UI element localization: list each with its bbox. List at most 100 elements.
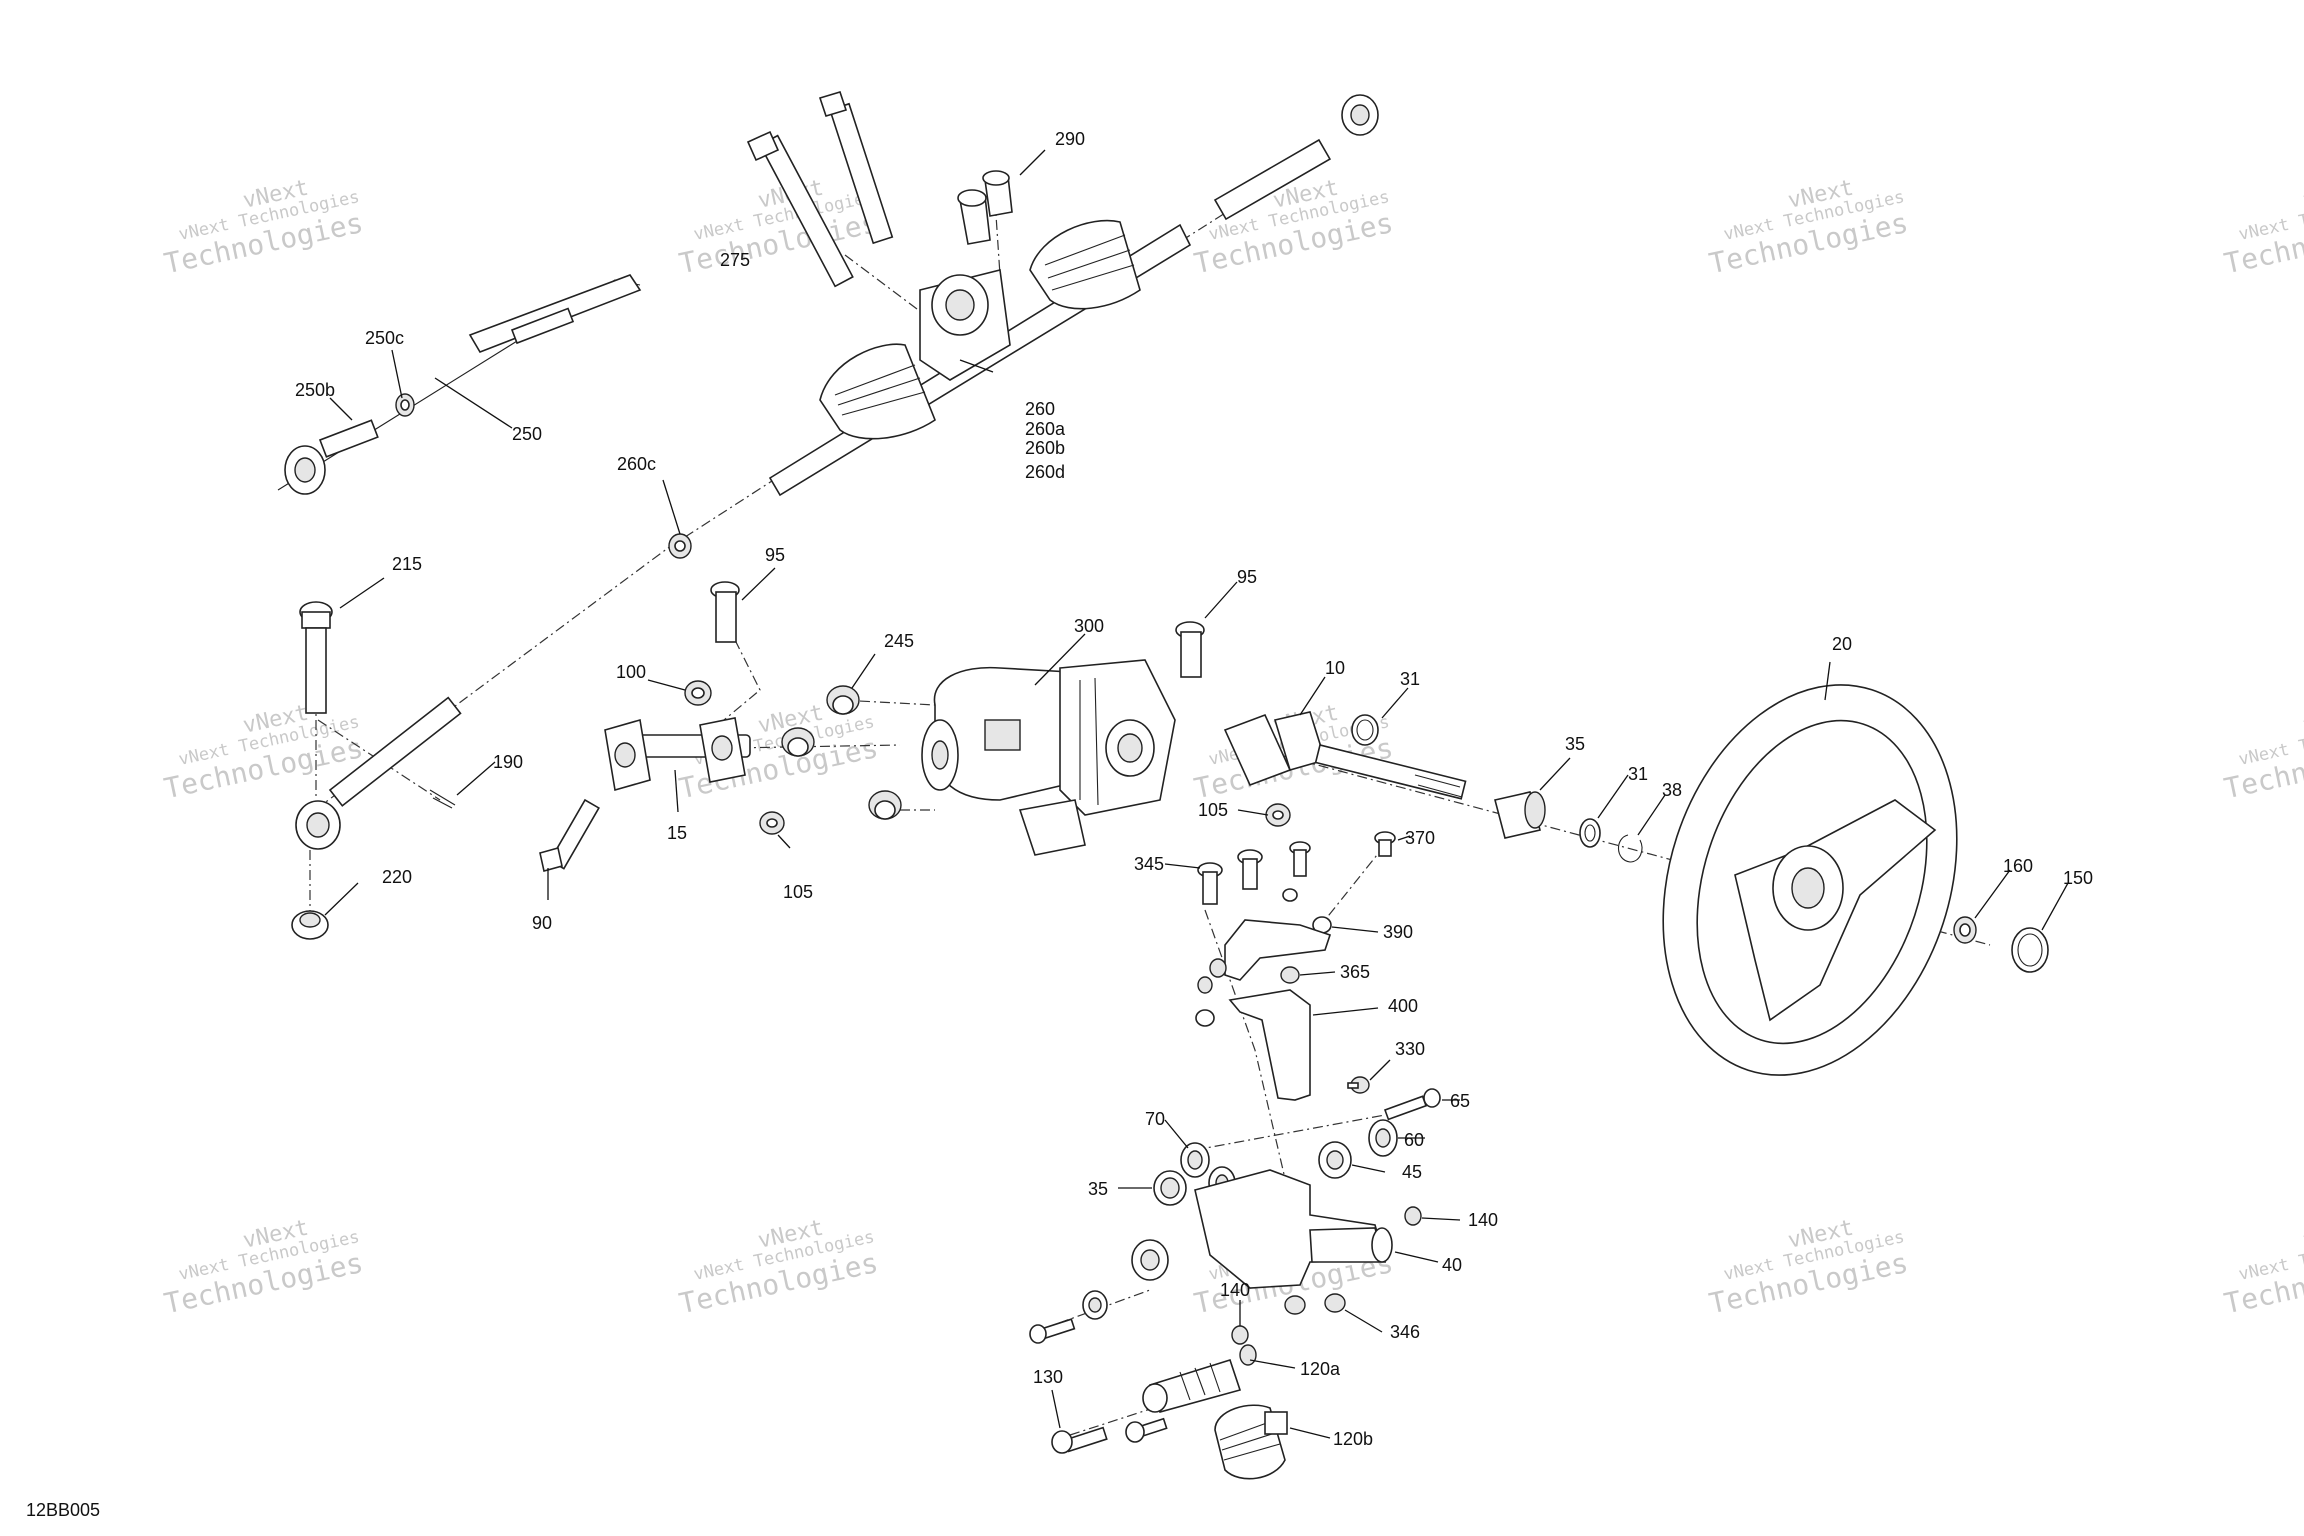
callout-300: 300 [1074,616,1104,636]
callout-90: 90 [532,913,552,933]
universal-joint-15 [604,717,751,792]
callout-120b: 120b [1333,1429,1373,1449]
bolt-275-a [746,130,854,288]
bushing-lower-b [1082,1290,1108,1320]
diagram-code: 12BB005 [26,1500,100,1520]
callout-100: 100 [616,662,646,682]
callout-250b: 250b [295,380,335,400]
bushing-245-b [781,727,815,757]
callout-290: 290 [1055,129,1085,149]
callout-245: 245 [884,631,914,651]
callout-345: 345 [1134,854,1164,874]
bushing-lower-a [1131,1239,1169,1281]
svg-text:vNext: vNext [2301,700,2304,738]
boot-120b [1214,1404,1288,1480]
callout-31-lower: 31 [1628,764,1648,784]
callout-95-left: 95 [765,545,785,565]
universal-joint-10 [1223,711,1467,800]
callout-250: 250 [512,424,542,444]
bushing-70 [1180,1142,1210,1178]
nut-260c [668,533,692,559]
bolt-275-b [818,91,894,245]
bolt-65 [1383,1088,1441,1121]
callout-400: 400 [1388,996,1418,1016]
callout-65: 65 [1450,1091,1470,1111]
axis-line-bolt-290 [994,199,1001,276]
nut-105-right [1265,803,1291,827]
watermark: vNext Technologies Technologies vNext [2221,1215,2304,1320]
nut-105-left [759,811,785,835]
callout-190: 190 [493,752,523,772]
callout-95-right: 95 [1237,567,1257,587]
nut-365 [1280,966,1300,984]
callout-10: 10 [1325,658,1345,678]
svg-text:vNext: vNext [2301,175,2304,213]
callout-390: 390 [1383,922,1413,942]
bolt-90 [539,798,600,872]
callout-346: 346 [1390,1322,1420,1342]
cap-150 [2011,927,2049,973]
callout-35-lower: 35 [1088,1179,1108,1199]
washer-390 [1282,888,1332,934]
axis-line-column [1279,754,1991,946]
steering-rack-260 [768,219,1192,497]
lower-column-120a [1142,1344,1257,1413]
bushing-35-upper [1494,791,1546,839]
watermark: vNext Technologies Technologies vNext [161,1215,366,1320]
callout-70: 70 [1145,1109,1165,1129]
steering-wheel-20 [1662,684,1958,1076]
bolt-370 [1374,831,1396,857]
plate-400 [1228,989,1311,1101]
bolt-345-b [1237,849,1263,890]
callout-140-right: 140 [1468,1210,1498,1230]
callout-20: 20 [1832,634,1852,654]
bushing-245-c [868,790,902,820]
mounting-bracket-390 [1197,919,1332,994]
leader-lines [324,149,2069,1439]
callout-260b: 260b [1025,438,1065,458]
power-steering-unit-300 [921,659,1176,856]
bolt-290-b [982,170,1013,217]
callout-215: 215 [392,554,422,574]
ring-31-lower [1579,818,1601,848]
bushing-245-a [826,685,860,715]
bolt-215 [299,601,333,714]
callout-60: 60 [1404,1130,1424,1150]
bolt-95-right [1175,621,1205,678]
callout-130: 130 [1033,1367,1063,1387]
tie-rod-250 [277,274,642,495]
axis-line-bracket [1204,909,1291,1201]
screw-330 [1347,1076,1370,1094]
callout-31-upper: 31 [1400,669,1420,689]
bushing-35-lower [1153,1170,1187,1206]
bolt-130 [1051,1426,1108,1454]
callout-220: 220 [382,867,412,887]
callout-140-lower: 140 [1220,1280,1250,1300]
watermark: vNext Technologies Technologies vNext [2221,175,2304,280]
bolt-130-b [1125,1417,1168,1443]
nut-220 [291,910,329,940]
callout-labels: 290 275 250c 250b 250 260 260a 260b 260d… [26,129,2093,1520]
callout-160: 160 [2003,856,2033,876]
callout-105-left: 105 [783,882,813,902]
callout-260: 260 [1025,399,1055,419]
callout-45: 45 [1402,1162,1422,1182]
nut-100 [684,680,712,706]
callout-150: 150 [2063,868,2093,888]
bushing-45 [1318,1141,1352,1179]
axis-line-rack-to-tierod [314,547,669,811]
nut-140-lower [1231,1325,1249,1345]
watermark: vNext Technologies Technologies vNext [161,175,366,280]
nut-346-b [1324,1293,1346,1313]
ring-31-upper [1351,714,1379,746]
nut-160 [1953,916,1977,944]
nut-140-right [1404,1206,1422,1226]
callout-38: 38 [1662,780,1682,800]
tie-rod-right [1213,94,1379,221]
washer-365-b [1195,1009,1215,1027]
watermark: vNext Technologies Technologies vNext [2221,700,2304,805]
callout-105-right: 105 [1198,800,1228,820]
axis-line-support [1194,1114,1386,1151]
callout-35-upper: 35 [1565,734,1585,754]
